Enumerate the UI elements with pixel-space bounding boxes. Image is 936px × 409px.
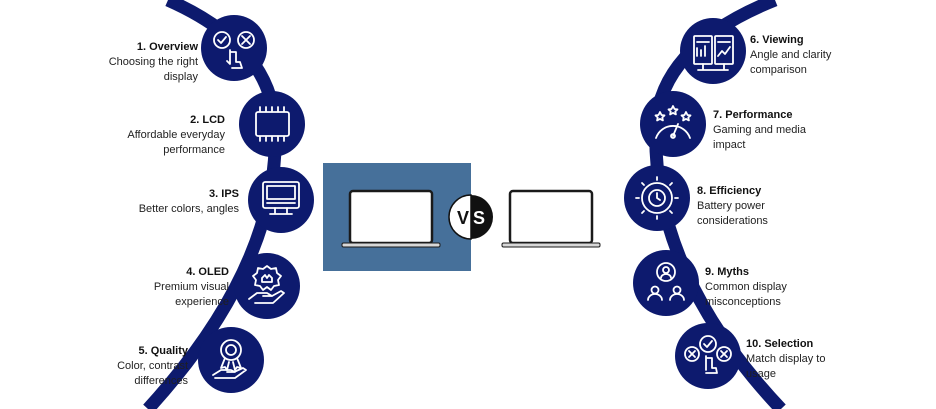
step-10-desc: Match display to usage xyxy=(746,353,826,380)
step-5-desc: Color, contrast differences xyxy=(117,360,188,387)
step-10-label: 10. Selection Match display to usage xyxy=(746,337,906,382)
step-2-label: 2. LCD Affordable everyday performance xyxy=(25,113,225,158)
step-1-title: 1. Overview xyxy=(136,41,198,53)
step-7-circle xyxy=(640,91,706,157)
step-6-desc: Angle and clarity comparison xyxy=(750,49,832,76)
choice-touch-icon xyxy=(684,335,732,374)
dashboard-screens-icon xyxy=(693,35,734,71)
step-9-circle xyxy=(633,250,699,316)
step-3-label: 3. IPS Better colors, angles xyxy=(39,187,239,217)
hand-badge-icon xyxy=(248,265,285,304)
step-1-circle xyxy=(201,15,267,81)
laptop-left xyxy=(341,189,441,248)
step-1-desc: Choosing the right display xyxy=(108,56,198,83)
step-3-circle xyxy=(248,167,314,233)
step-5-label: 5. Quality Color, contrast differences xyxy=(0,344,188,389)
check-cross-touch-icon xyxy=(213,31,255,69)
gear-clock-icon xyxy=(635,176,679,220)
lcd-icon xyxy=(255,106,290,142)
step-9-label: 9. Myths Common display misconceptions xyxy=(705,265,865,310)
people-discussion-icon xyxy=(647,262,685,301)
step-3-title: 3. IPS xyxy=(209,188,239,200)
step-9-desc: Common display misconceptions xyxy=(705,281,787,308)
step-7-label: 7. Performance Gaming and media impact xyxy=(713,108,873,153)
step-7-title: 7. Performance xyxy=(713,109,793,121)
step-7-desc: Gaming and media impact xyxy=(713,124,806,151)
vs-badge: V S xyxy=(448,194,493,240)
step-4-label: 4. OLED Premium visual experience xyxy=(29,265,229,310)
step-2-desc: Affordable everyday performance xyxy=(127,129,225,156)
step-8-desc: Battery power considerations xyxy=(697,200,768,227)
quality-award-icon xyxy=(212,339,247,379)
step-9-title: 9. Myths xyxy=(705,266,750,278)
step-2-circle xyxy=(239,91,305,157)
ips-monitor-icon xyxy=(262,181,300,215)
vs-letter-v: V xyxy=(457,208,469,228)
laptop-right xyxy=(501,189,601,248)
step-8-label: 8. Efficiency Battery power consideratio… xyxy=(697,184,857,229)
step-6-title: 6. Viewing xyxy=(750,34,804,46)
step-4-desc: Premium visual experience xyxy=(153,281,229,308)
step-4-circle xyxy=(234,253,300,319)
step-2-title: 2. LCD xyxy=(190,114,225,126)
step-4-title: 4. OLED xyxy=(186,266,229,278)
step-8-title: 8. Efficiency xyxy=(697,185,762,197)
step-10-title: 10. Selection xyxy=(746,338,814,350)
step-3-desc: Better colors, angles xyxy=(138,203,239,215)
step-6-label: 6. Viewing Angle and clarity comparison xyxy=(750,33,910,78)
step-10-circle xyxy=(675,323,741,389)
gauge-stars-icon xyxy=(654,105,692,139)
step-5-title: 5. Quality xyxy=(138,345,188,357)
step-1-label: 1. Overview Choosing the right display xyxy=(0,40,198,85)
step-6-circle xyxy=(680,18,746,84)
vs-letter-s: S xyxy=(473,208,485,228)
